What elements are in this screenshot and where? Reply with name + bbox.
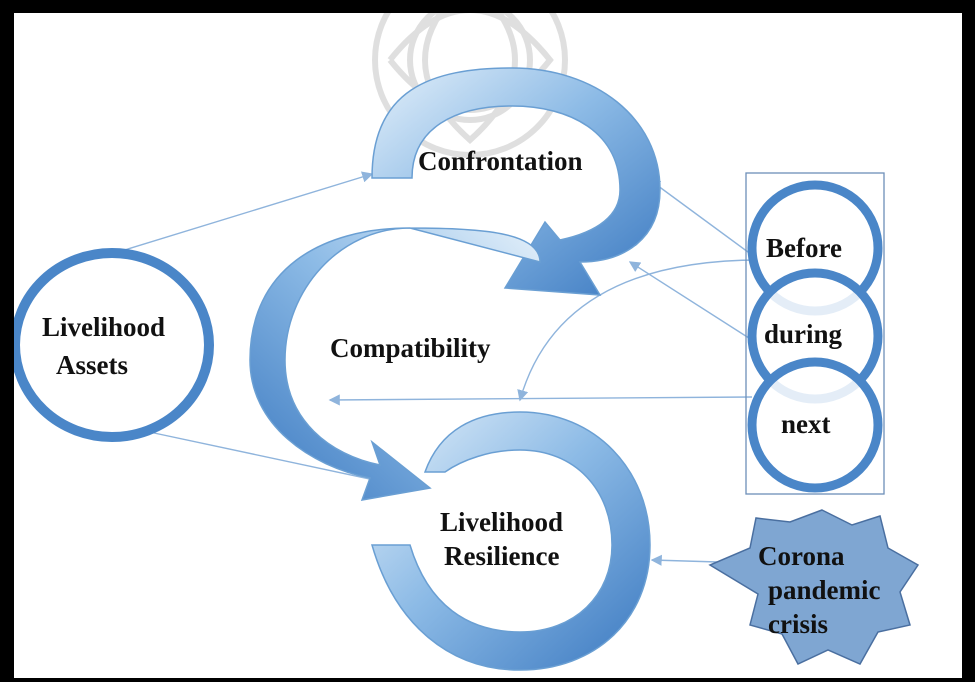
connector-assets-to-resilience — [139, 429, 414, 492]
assets-label-line2: Assets — [56, 350, 128, 380]
cycle-arrows — [249, 67, 661, 671]
frame-left — [0, 0, 14, 682]
phase-label-next: next — [781, 409, 831, 439]
crisis-octagon — [708, 509, 920, 665]
connector-during-to-compatibility — [628, 261, 753, 341]
frame-bottom — [0, 678, 975, 682]
assets-ring — [10, 248, 214, 442]
frame-top — [0, 0, 975, 13]
crisis-label-line3: crisis — [768, 609, 828, 639]
connector-assets-to-confrontation — [117, 171, 374, 253]
connector-next-to-compatibility — [328, 394, 753, 406]
arrow-compatibility — [249, 227, 541, 501]
stage-resilience-label-line2: Resilience — [444, 541, 560, 571]
phase-label-during: during — [764, 319, 843, 349]
assets-label-line1: Livelihood — [42, 312, 166, 342]
phases-box — [745, 172, 885, 495]
watermark-emblem — [372, 0, 568, 158]
connector-crisis-to-resilience — [650, 554, 719, 566]
frame-right — [962, 0, 975, 682]
stage-resilience-label-line1: Livelihood — [440, 507, 564, 537]
stage-confrontation-label: Confrontation — [418, 146, 583, 176]
phase-ring-next — [747, 357, 883, 493]
arrow-resilience — [371, 411, 651, 671]
connector-before-to-confrontation — [648, 179, 753, 256]
crisis-label-line1: Corona — [758, 541, 845, 571]
crisis-label-line2: pandemic — [768, 575, 881, 605]
arrow-confrontation — [371, 67, 661, 296]
stage-compatibility-label: Compatibility — [330, 333, 491, 363]
phase-label-before: Before — [766, 233, 842, 263]
